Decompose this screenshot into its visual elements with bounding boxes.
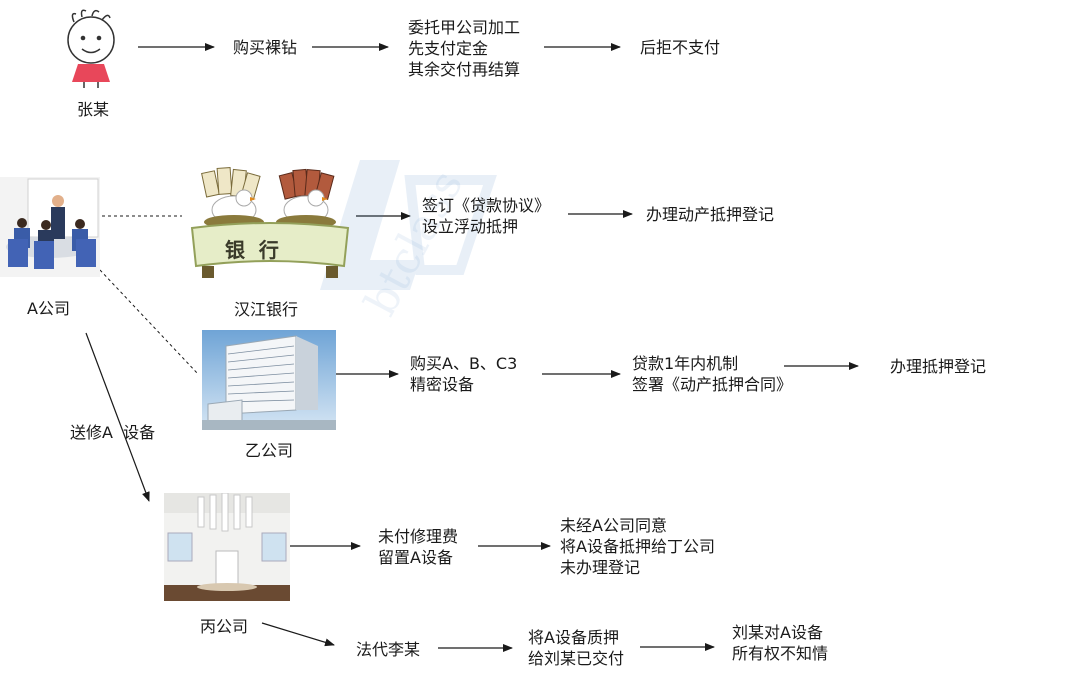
pledge-text: 将A设备质押 给刘某已交付: [528, 627, 624, 669]
zhang-cartoon-image: [67, 9, 115, 88]
bank-image: [190, 167, 350, 278]
pledge-line-1: 将A设备质押: [528, 628, 619, 647]
unpaid-line-2: 留置A设备: [378, 548, 453, 567]
loan-agreement-line-2: 设立浮动抵押: [422, 217, 519, 236]
buy-equip-text: 购买A、B、C3 精密设备: [410, 353, 517, 395]
repair-text: 送修A 设备: [70, 423, 156, 442]
company-b-building-image: [202, 330, 336, 430]
no-consent-text: 未经A公司同意 将A设备抵押给丁公司 未办理登记: [560, 515, 715, 578]
loan-agreement-line-1: 签订《贷款协议》: [422, 196, 551, 215]
company-b-label: 乙公司: [245, 441, 294, 460]
buy-drill-text: 购买裸钻: [233, 38, 298, 57]
arrow-c-to-legal: [261, 622, 335, 647]
no-consent-line-2: 将A设备抵押给丁公司: [560, 537, 715, 556]
unaware-line-2: 所有权不知情: [732, 644, 829, 663]
bank-sign-text: 银 行: [225, 238, 279, 262]
arrow-a-to-c: [85, 332, 150, 502]
dashed-a-to-b: [99, 269, 199, 375]
unpaid-text: 未付修理费 留置A设备: [378, 526, 458, 568]
company-a-meeting-image: [0, 177, 100, 277]
loan-term-line-2: 签署《动产抵押合同》: [632, 375, 793, 394]
pledge-line-2: 给刘某已交付: [528, 649, 625, 668]
loan-agreement-text: 签订《贷款协议》 设立浮动抵押: [422, 195, 550, 237]
company-c-label: 丙公司: [200, 617, 249, 636]
entrust-line-1: 委托甲公司加工: [408, 18, 521, 37]
loan-term-text: 贷款1年内机制 签署《动产抵押合同》: [632, 353, 792, 395]
entrust-text: 委托甲公司加工 先支付定金 其余交付再结算: [408, 17, 520, 80]
company-a-label: A公司: [27, 299, 70, 318]
no-consent-line-1: 未经A公司同意: [560, 516, 667, 535]
zhang-label: 张某: [77, 100, 110, 119]
refuse-text: 后拒不支付: [640, 38, 721, 57]
mortgage-reg-text: 办理抵押登记: [890, 357, 987, 376]
unpaid-line-1: 未付修理费: [378, 527, 459, 546]
buy-equip-line-2: 精密设备: [410, 375, 475, 394]
legal-rep-text: 法代李某: [356, 640, 421, 659]
unaware-line-1: 刘某对A设备: [732, 623, 823, 642]
chattel-reg-text: 办理动产抵押登记: [646, 205, 775, 224]
entrust-line-2: 先支付定金: [408, 39, 489, 58]
no-consent-line-3: 未办理登记: [560, 558, 641, 577]
bank-label: 汉江银行: [234, 300, 299, 319]
entrust-line-3: 其余交付再结算: [408, 60, 521, 79]
buy-equip-line-1: 购买A、B、C3: [410, 354, 518, 373]
loan-term-line-1: 贷款1年内机制: [632, 354, 739, 373]
company-c-interior-image: [164, 493, 290, 601]
unaware-text: 刘某对A设备 所有权不知情: [732, 622, 828, 664]
